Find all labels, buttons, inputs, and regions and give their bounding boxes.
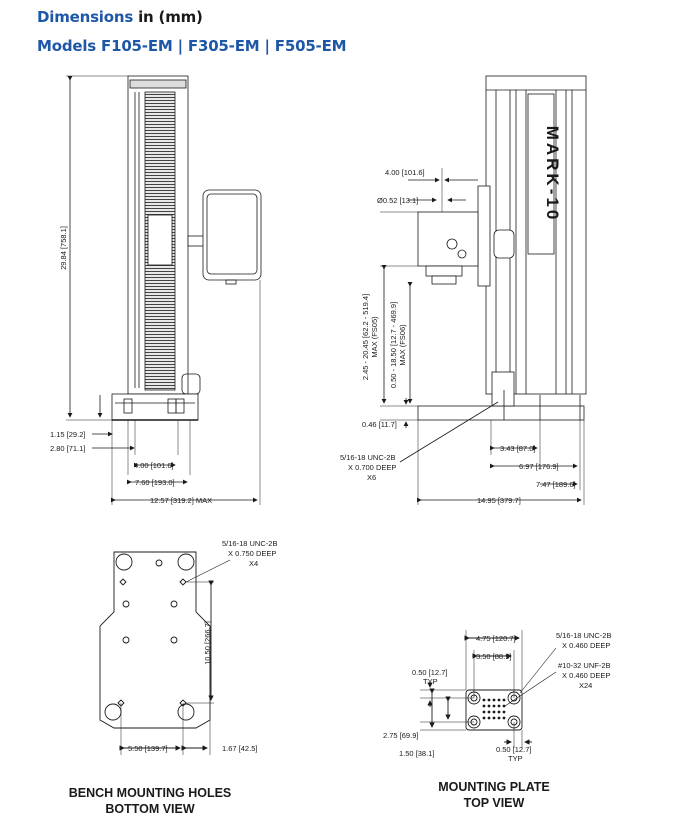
front-thread-line3: X6 xyxy=(367,473,376,482)
side-gauge xyxy=(202,189,262,281)
front-travel-2-line2: MAX (FS06) xyxy=(398,324,407,366)
side-arm xyxy=(187,235,205,247)
front-brand: MARK-10 xyxy=(543,126,562,223)
plate-typ-a-label: TYP xyxy=(423,677,438,686)
plate-height-inner: 1.50 [38.1] xyxy=(399,749,434,758)
dimensions-unit: in (mm) xyxy=(138,8,203,26)
bench-caption-line2: BOTTOM VIEW xyxy=(105,802,195,816)
front-travel-1-line2: MAX (FS05) xyxy=(370,316,379,358)
models-heading: Models F105-EM | F305-EM | F505-EM xyxy=(37,37,347,55)
side-width-a: 4.00 [101.6] xyxy=(134,461,174,470)
side-base xyxy=(111,393,199,421)
front-travel-1-line1: 2.45 - 20.45 [62.2 - 519.4] xyxy=(361,294,370,380)
bench-thread-line1: 5/16-18 UNC-2B xyxy=(222,539,277,548)
bench-thread-line2: X 0.750 DEEP xyxy=(228,549,276,558)
bench-view xyxy=(99,551,231,755)
plate-hole-grid xyxy=(482,698,506,720)
plate-caption-line1: MOUNTING PLATE xyxy=(438,780,550,794)
bench-thread-line3: X4 xyxy=(249,559,258,568)
front-base-height: 0.46 [11.7] xyxy=(362,420,397,429)
plate-thread-a-line2: X 0.460 DEEP xyxy=(562,641,610,650)
plate-view xyxy=(420,630,557,748)
bench-outline xyxy=(99,551,211,729)
side-height: 29.84 [758.1] xyxy=(59,226,68,270)
bench-width: 5.50 [139.7] xyxy=(128,744,168,753)
plate-outline xyxy=(465,689,523,731)
side-view-labels: 29.84 [758.1] 1.15 [29.2] 2.80 [71.1] 4.… xyxy=(50,226,212,505)
side-width-b: 7.60 [193.0] xyxy=(135,478,175,487)
dimensions-heading: Dimensions in (mm) xyxy=(37,8,203,26)
plate-height-outer: 2.75 [69.9] xyxy=(383,731,418,740)
plate-thread-b-line2: X 0.460 DEEP xyxy=(562,671,610,680)
plate-caption-line2: TOP VIEW xyxy=(464,796,525,810)
front-view xyxy=(380,75,587,505)
bench-view-labels: 5/16-18 UNC-2B X 0.750 DEEP X4 10.50 [26… xyxy=(69,539,278,816)
side-max-width: 12.57 [319.2] MAX xyxy=(150,496,212,505)
front-head xyxy=(417,211,479,267)
front-thread-line2: X 0.700 DEEP xyxy=(348,463,396,472)
plate-typ-a-value: 0.50 [12.7] xyxy=(412,668,447,677)
dimensions-label: Dimensions xyxy=(37,8,134,26)
front-slider xyxy=(477,185,491,287)
bench-caption-line1: BENCH MOUNTING HOLES xyxy=(69,786,232,800)
side-carriage xyxy=(147,214,173,266)
front-dim-c: 3.43 [87.0] xyxy=(500,444,535,453)
side-view xyxy=(66,75,262,505)
plate-thread-b-line1: #10-32 UNF-2B xyxy=(558,661,611,670)
front-top-offset: 4.00 [101.6] xyxy=(385,168,425,177)
front-max-width: 14.95 [379.7] xyxy=(477,496,521,505)
side-dim-b: 2.80 [71.1] xyxy=(50,444,85,453)
plate-view-labels: 4.75 [120.7] 3.50 [88.9] 0.50 [12.7] TYP… xyxy=(383,631,611,810)
front-base xyxy=(417,405,585,421)
side-dim-a: 1.15 [29.2] xyxy=(50,430,85,439)
bench-offset: 1.67 [42.5] xyxy=(222,744,257,753)
plate-thread-b-line3: X24 xyxy=(579,681,592,690)
front-brand-panel xyxy=(527,93,555,255)
front-view-labels: MARK-10 4.00 [101.6] Ø0.52 [13.1] 2.45 -… xyxy=(340,126,576,505)
front-handwheel xyxy=(493,229,515,259)
plate-thread-a-line1: 5/16-18 UNC-2B xyxy=(556,631,611,640)
plate-width-inner: 3.50 [88.9] xyxy=(476,652,511,661)
plate-typ-b-value: 0.50 [12.7] xyxy=(496,745,531,754)
front-thread-line1: 5/16-18 UNC-2B xyxy=(340,453,395,462)
front-dim-e: 7.47 [189.6] xyxy=(536,480,576,489)
plate-width-outer: 4.75 [120.7] xyxy=(476,634,516,643)
plate-typ-b-label: TYP xyxy=(508,754,523,763)
side-column-cap xyxy=(129,79,187,89)
front-dim-d: 6.97 [176.9] xyxy=(519,462,559,471)
front-diameter: Ø0.52 [13.1] xyxy=(377,196,418,205)
bench-height: 10.50 [266.7] xyxy=(203,621,212,665)
front-travel-2-line1: 0.50 - 18.50 [12.7 - 469.9] xyxy=(389,302,398,388)
